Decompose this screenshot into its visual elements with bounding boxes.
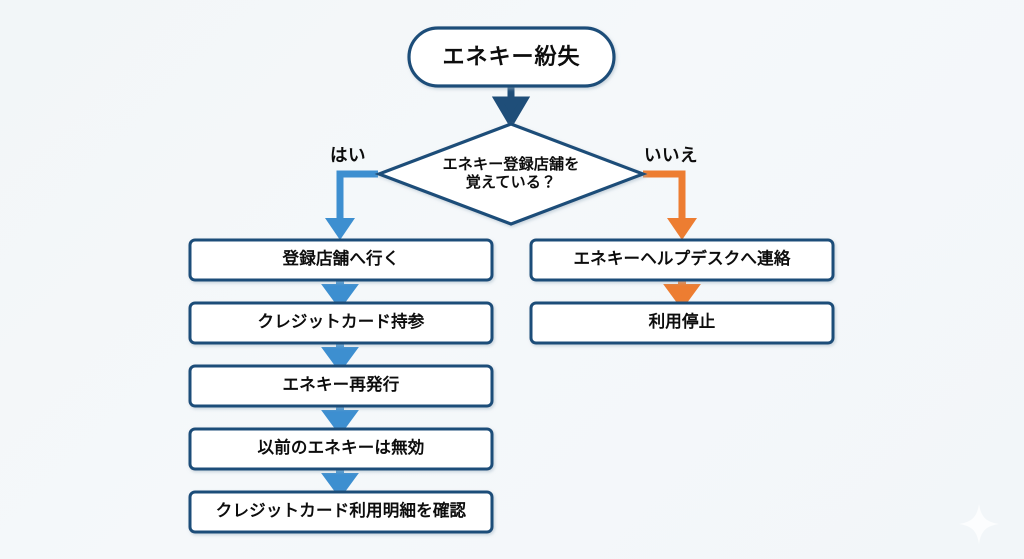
node-start-shape[interactable] [407, 26, 616, 88]
node-yes3-shape[interactable] [188, 364, 494, 408]
node-yes5-shape[interactable] [188, 490, 494, 534]
edge-no1-to-no2 [663, 280, 701, 310]
node-yes4-shape[interactable] [188, 427, 494, 471]
edge-decision-to-yes1 [325, 170, 378, 240]
node-yes1-shape[interactable] [188, 238, 494, 282]
node-decision-shape[interactable] [374, 122, 648, 226]
edge-yes2-to-yes3 [321, 343, 359, 373]
edge-decision-to-no1 [643, 170, 697, 240]
edge-yes3-to-yes4 [321, 406, 359, 436]
node-yes2-shape[interactable] [188, 301, 494, 345]
edge-yes1-to-yes2 [321, 280, 359, 310]
edge-start-to-decision [491, 86, 531, 129]
node-no1-shape[interactable] [529, 238, 835, 282]
edge-yes4-to-yes5 [321, 469, 359, 499]
node-no2-shape[interactable] [529, 301, 835, 345]
